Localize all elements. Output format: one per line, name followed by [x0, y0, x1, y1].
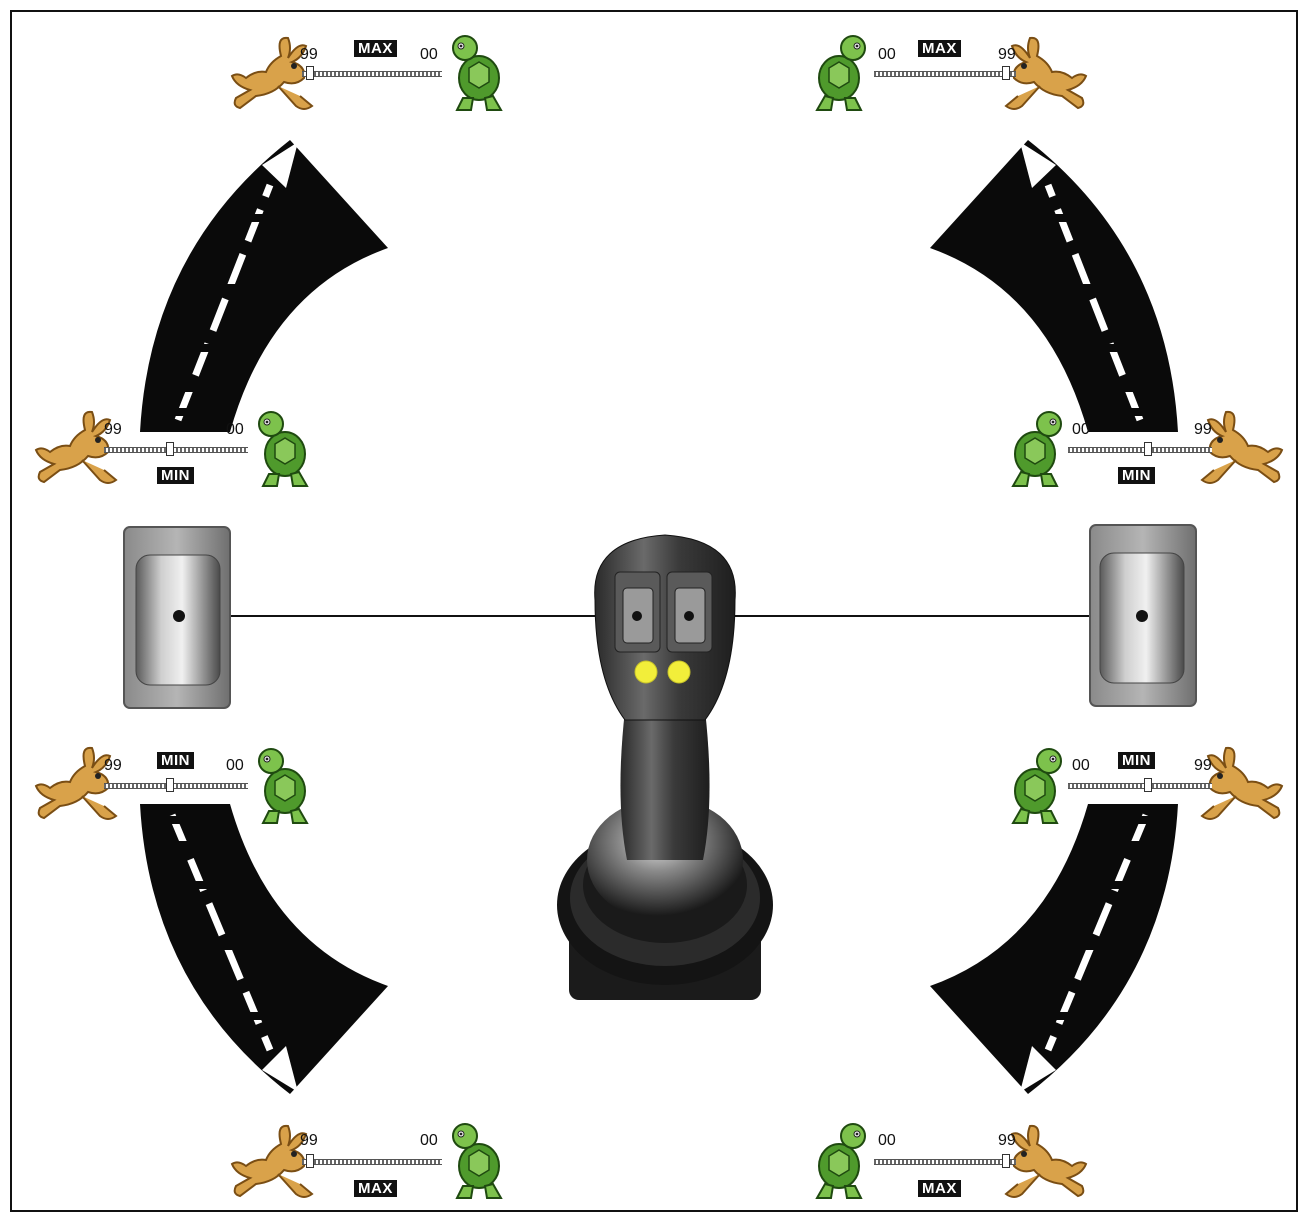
slider-min-value: 00 [226, 421, 244, 438]
min-badge: MIN [1118, 467, 1155, 484]
slider-max-value: 99 [300, 1132, 318, 1149]
slider-thumb[interactable] [306, 66, 314, 80]
slider-min-value: 00 [420, 1132, 438, 1149]
min-badge: MIN [1118, 752, 1155, 769]
slider-max-value: 99 [300, 46, 318, 63]
speed-slider[interactable] [1068, 778, 1212, 792]
road-upper-right [930, 140, 1178, 432]
turtle-icon [810, 32, 872, 112]
left-rocker-button [123, 526, 231, 709]
turtle-icon [252, 745, 314, 825]
slider-min-value: 00 [1072, 421, 1090, 438]
slider-max-value: 99 [104, 421, 122, 438]
slider-max-value: 99 [998, 1132, 1016, 1149]
speed-slider[interactable] [874, 66, 1016, 80]
slider-min-value: 00 [420, 46, 438, 63]
slider-max-value: 99 [104, 757, 122, 774]
max-badge: MAX [918, 1180, 961, 1197]
slider-min-value: 00 [878, 1132, 896, 1149]
speed-slider[interactable] [302, 66, 442, 80]
turtle-icon [1006, 745, 1068, 825]
speed-slider[interactable] [104, 778, 248, 792]
turtle-icon [252, 408, 314, 488]
slider-thumb[interactable] [1002, 1154, 1010, 1168]
speed-slider[interactable] [1068, 442, 1212, 456]
turtle-icon [446, 32, 508, 112]
slider-max-value: 99 [1194, 757, 1212, 774]
turtle-icon [1006, 408, 1068, 488]
slider-thumb[interactable] [166, 778, 174, 792]
turtle-icon [810, 1120, 872, 1200]
slider-max-value: 99 [1194, 421, 1212, 438]
road-upper-left [140, 140, 388, 432]
slider-min-value: 00 [1072, 757, 1090, 774]
slider-thumb[interactable] [1002, 66, 1010, 80]
slider-thumb[interactable] [306, 1154, 314, 1168]
right-rocker-button [1089, 524, 1197, 707]
slider-thumb[interactable] [1144, 778, 1152, 792]
max-badge: MAX [918, 40, 961, 57]
turtle-icon [446, 1120, 508, 1200]
slider-thumb[interactable] [1144, 442, 1152, 456]
max-badge: MAX [354, 40, 397, 57]
slider-min-value: 00 [878, 46, 896, 63]
slider-min-value: 00 [226, 757, 244, 774]
road-lower-right [930, 804, 1178, 1094]
speed-slider[interactable] [104, 442, 248, 456]
speed-slider[interactable] [302, 1154, 442, 1168]
min-badge: MIN [157, 752, 194, 769]
max-badge: MAX [354, 1180, 397, 1197]
joystick [557, 534, 773, 1000]
min-badge: MIN [157, 467, 194, 484]
slider-thumb[interactable] [166, 442, 174, 456]
speed-slider[interactable] [874, 1154, 1016, 1168]
road-lower-left [140, 804, 388, 1094]
slider-max-value: 99 [998, 46, 1016, 63]
